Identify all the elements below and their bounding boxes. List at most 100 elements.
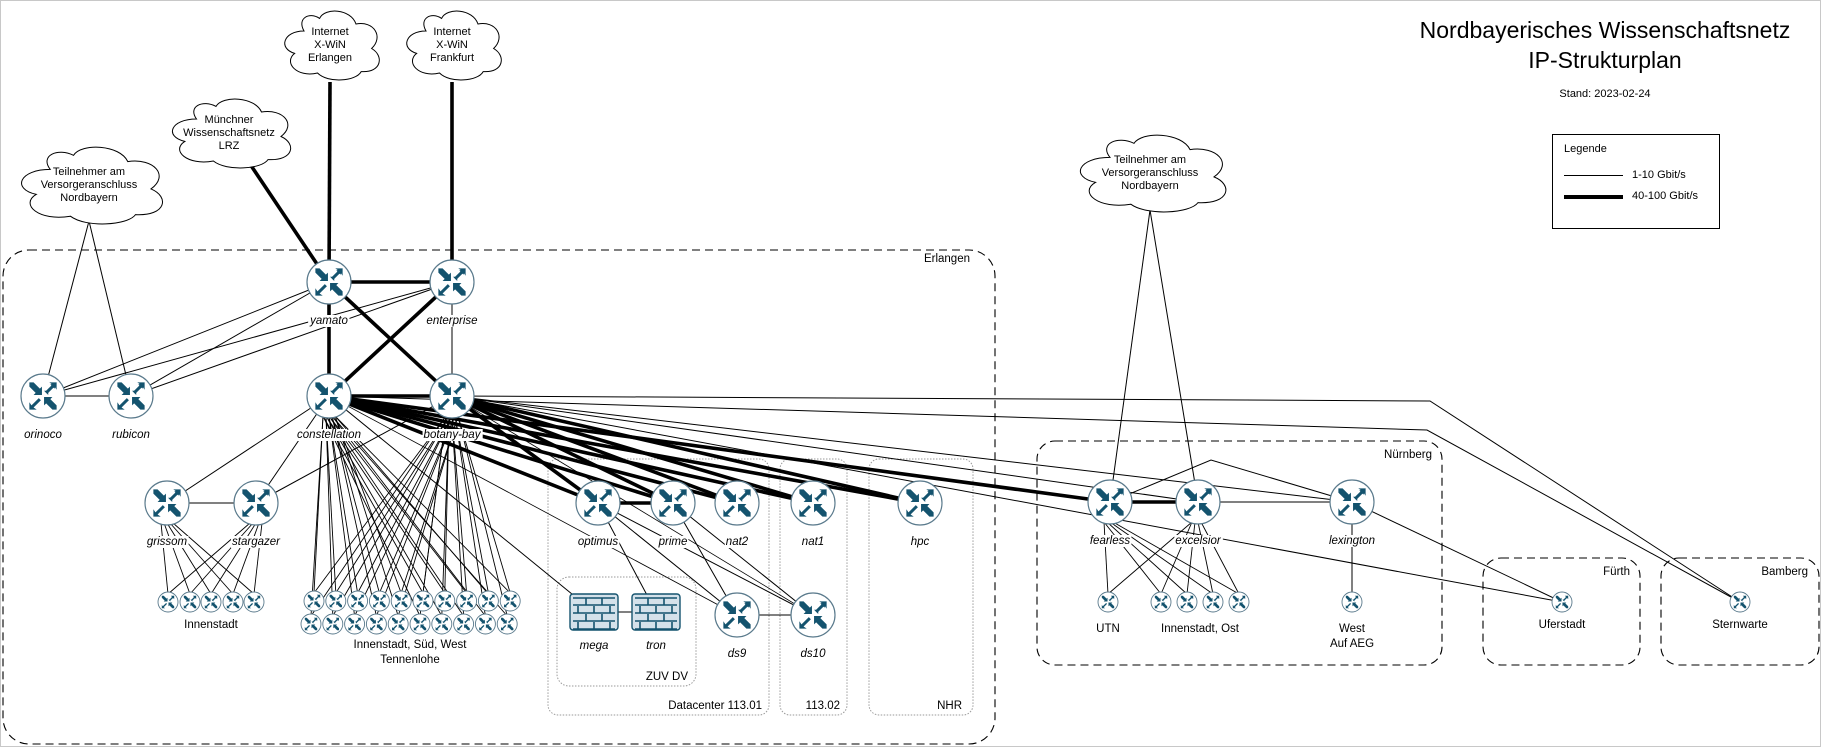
access-router-innenstadt-sued-west[interactable] — [322, 613, 344, 635]
access-link-stargazer-innenstadt — [210, 522, 257, 595]
access-router-innenstadt-sued-west[interactable] — [496, 613, 518, 635]
router-ds10[interactable] — [790, 592, 836, 638]
access-link-botany-bay-innenstadt-sued-west — [457, 415, 508, 617]
access-router-innenstadt-sued-west[interactable] — [365, 613, 387, 635]
access-router-innenstadt-sued-west[interactable] — [409, 613, 431, 635]
router-excelsior[interactable] — [1175, 479, 1221, 525]
access-link-excelsior-innenstadt-ost — [1197, 521, 1214, 595]
access-router-innenstadt-sued-west[interactable] — [390, 590, 412, 612]
router-yamato[interactable] — [306, 259, 352, 305]
router-constellation[interactable] — [306, 373, 352, 419]
region-nuernberg — [1036, 440, 1443, 666]
region-label-bamberg: Bamberg — [1761, 566, 1808, 578]
cloud-icon — [172, 98, 292, 169]
router-prime[interactable] — [650, 480, 696, 526]
firewall-mega[interactable] — [569, 593, 619, 631]
legend-item-thick: 40-100 Gbit/s — [1564, 190, 1714, 204]
access-group-label-sternwarte: Sternwarte — [1712, 619, 1768, 631]
access-router-innenstadt-sued-west[interactable] — [499, 590, 521, 612]
cloud-label: Versorgeranschluss — [41, 179, 138, 191]
access-link-grissom-innenstadt — [160, 522, 169, 595]
access-group-label-uferstadt: Uferstadt — [1539, 619, 1586, 631]
access-router-innenstadt[interactable] — [157, 591, 179, 613]
router-nat2[interactable] — [714, 480, 760, 526]
access-link-excelsior-innenstadt-ost — [1160, 521, 1193, 595]
cloud-label: Teilnehmer am — [53, 166, 125, 178]
access-link-botany-bay-innenstadt-sued-west — [457, 415, 511, 594]
access-router-innenstadt-sued-west[interactable] — [412, 590, 434, 612]
access-router-innenstadt-sued-west[interactable] — [453, 613, 475, 635]
region-label-nuernberg: Nürnberg — [1384, 449, 1432, 461]
link-lrz-yamato — [248, 162, 331, 284]
access-router-innenstadt-sued-west[interactable] — [431, 613, 453, 635]
access-router-innenstadt[interactable] — [222, 591, 244, 613]
router-stargazer[interactable] — [233, 480, 279, 526]
router-lexington[interactable] — [1329, 479, 1375, 525]
access-router-utn[interactable] — [1097, 591, 1119, 613]
router-label-enterprise: enterprise — [426, 315, 477, 327]
router-label-nat1: nat1 — [802, 536, 824, 548]
router-nat1[interactable] — [790, 480, 836, 526]
router-ds9[interactable] — [714, 592, 760, 638]
cloud-label: Internet — [311, 26, 348, 38]
access-router-innenstadt-ost[interactable] — [1228, 591, 1250, 613]
access-router-innenstadt[interactable] — [243, 591, 265, 613]
cloud-icon — [21, 146, 163, 225]
access-router-innenstadt-ost[interactable] — [1202, 591, 1224, 613]
router-label-constellation: constellation — [297, 429, 361, 441]
router-orinoco[interactable] — [20, 373, 66, 419]
access-router-innenstadt-sued-west[interactable] — [325, 590, 347, 612]
access-router-innenstadt-sued-west[interactable] — [347, 590, 369, 612]
access-router-innenstadt-sued-west[interactable] — [456, 590, 478, 612]
access-link-constellation-innenstadt-sued-west — [331, 415, 486, 617]
access-router-innenstadt-sued-west[interactable] — [477, 590, 499, 612]
router-grissom[interactable] — [144, 480, 190, 526]
firewall-tron[interactable] — [631, 593, 681, 631]
router-fearless[interactable] — [1087, 479, 1133, 525]
access-router-uferstadt[interactable] — [1551, 591, 1573, 613]
link-botany-bay-nat1 — [451, 394, 814, 505]
access-link-botany-bay-innenstadt-sued-west — [332, 415, 450, 617]
access-router-west-aeg[interactable] — [1341, 591, 1363, 613]
access-router-innenstadt-ost[interactable] — [1176, 591, 1198, 613]
link-botany-bay-hpc — [451, 394, 921, 505]
access-router-innenstadt-ost[interactable] — [1150, 591, 1172, 613]
cloud-label: Versorgeranschluss — [1102, 167, 1199, 179]
router-enterprise[interactable] — [429, 259, 475, 305]
access-link-botany-bay-innenstadt-sued-west — [335, 415, 450, 594]
access-group-label-west-aeg: West — [1339, 623, 1366, 635]
access-link-fearless-innenstadt-ost — [1106, 521, 1188, 595]
access-router-innenstadt-sued-west[interactable] — [300, 613, 322, 635]
access-router-sternwarte[interactable] — [1729, 591, 1751, 613]
access-router-innenstadt-sued-west[interactable] — [434, 590, 456, 612]
access-router-innenstadt[interactable] — [200, 591, 222, 613]
region-label-datacenter: Datacenter 113.01 — [668, 700, 762, 712]
router-label-hpc: hpc — [911, 536, 930, 548]
router-botany-bay[interactable] — [429, 373, 475, 419]
cloud-label: X-WiN — [314, 39, 346, 51]
access-router-innenstadt-sued-west[interactable] — [303, 590, 325, 612]
access-router-innenstadt-sued-west[interactable] — [368, 590, 390, 612]
link-constellation-ds9 — [328, 395, 738, 616]
router-hpc[interactable] — [897, 480, 943, 526]
access-router-innenstadt[interactable] — [179, 591, 201, 613]
router-rubicon[interactable] — [108, 373, 154, 419]
access-link-botany-bay-innenstadt-sued-west — [310, 415, 447, 617]
router-label-excelsior: excelsior — [1175, 535, 1222, 547]
link-botany-bay-excelsior — [451, 395, 1199, 503]
router-optimus[interactable] — [575, 480, 621, 526]
cloud-label: Münchner — [205, 114, 254, 126]
link-rubicon-enterprise — [130, 281, 453, 397]
region-zuvdv — [556, 576, 697, 687]
access-link-constellation-innenstadt-sued-west — [328, 415, 356, 617]
link-constellation-mega — [328, 395, 595, 613]
access-link-excelsior-innenstadt-ost — [1186, 521, 1196, 595]
access-router-innenstadt-sued-west[interactable] — [474, 613, 496, 635]
cloud-label: Erlangen — [308, 52, 352, 64]
access-link-excelsior-innenstadt-ost — [1200, 521, 1240, 595]
region-label-fuerth: Fürth — [1603, 566, 1630, 578]
access-router-innenstadt-sued-west[interactable] — [387, 613, 409, 635]
access-router-innenstadt-sued-west[interactable] — [344, 613, 366, 635]
link-constellation-prime — [328, 394, 674, 505]
